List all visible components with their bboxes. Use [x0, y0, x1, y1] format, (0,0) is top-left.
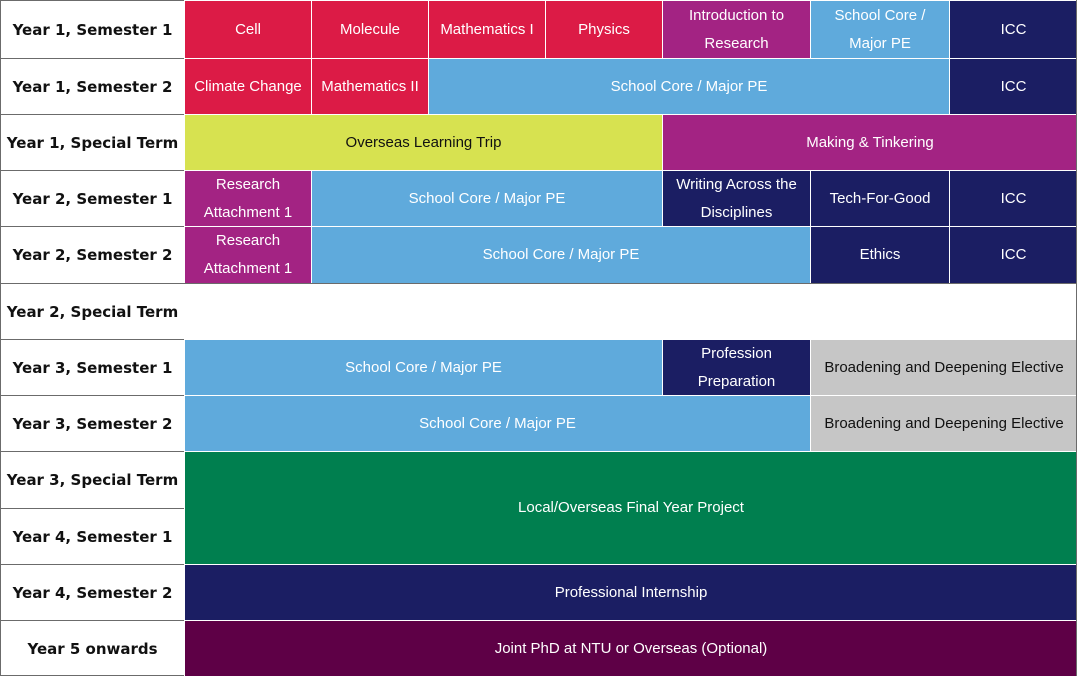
- module-ethics: Ethics: [810, 226, 949, 283]
- module-final-year-project: Local/Overseas Final Year Project: [184, 451, 1077, 564]
- module-icc-y1s1: ICC: [949, 0, 1077, 58]
- module-intro-research: Introduction to Research: [662, 0, 810, 58]
- module-overseas-trip: Overseas Learning Trip: [184, 114, 662, 170]
- module-joint-phd: Joint PhD at NTU or Overseas (Optional): [184, 620, 1077, 676]
- module-school-core-y2s2: School Core / Major PE: [311, 226, 810, 283]
- row-label-y4s2: Year 4, Semester 2: [0, 564, 184, 620]
- module-profession-prep: Profession Preparation: [662, 339, 810, 395]
- module-school-core-y1s2: School Core / Major PE: [428, 58, 949, 114]
- row-label-y1s2: Year 1, Semester 2: [0, 58, 184, 114]
- module-internship: Professional Internship: [184, 564, 1077, 620]
- row-label-y1st: Year 1, Special Term: [0, 114, 184, 170]
- module-bde-y3s2: Broadening and Deepening Elective: [810, 395, 1077, 451]
- empty-special-term: [184, 283, 1077, 339]
- row-label-y3st: Year 3, Special Term: [0, 451, 184, 508]
- row-label-y3s1: Year 3, Semester 1: [0, 339, 184, 395]
- module-school-core-y3s2: School Core / Major PE: [184, 395, 810, 451]
- module-school-core-y1s1: School Core / Major PE: [810, 0, 949, 58]
- module-tech-for-good: Tech-For-Good: [810, 170, 949, 226]
- row-label-y4s1: Year 4, Semester 1: [0, 508, 184, 564]
- row-label-y3s2: Year 3, Semester 2: [0, 395, 184, 451]
- module-research-attachment-y2s1: Research Attachment 1: [184, 170, 311, 226]
- module-cell: Cell: [184, 0, 311, 58]
- module-school-core-y2s1: School Core / Major PE: [311, 170, 662, 226]
- module-mathematics-1: Mathematics I: [428, 0, 545, 58]
- row-label-y2st: Year 2, Special Term: [0, 283, 184, 339]
- row-label-y5: Year 5 onwards: [0, 620, 184, 676]
- module-writing-disciplines: Writing Across the Disciplines: [662, 170, 810, 226]
- module-school-core-y3s1: School Core / Major PE: [184, 339, 662, 395]
- module-research-attachment-y2s2: Research Attachment 1: [184, 226, 311, 283]
- module-mathematics-2: Mathematics II: [311, 58, 428, 114]
- row-label-y2s2: Year 2, Semester 2: [0, 226, 184, 283]
- module-icc-y2s2: ICC: [949, 226, 1077, 283]
- module-icc-y2s1: ICC: [949, 170, 1077, 226]
- row-label-y2s1: Year 2, Semester 1: [0, 170, 184, 226]
- module-physics: Physics: [545, 0, 662, 58]
- row-label-y1s1: Year 1, Semester 1: [0, 0, 184, 58]
- module-molecule: Molecule: [311, 0, 428, 58]
- module-climate-change: Climate Change: [184, 58, 311, 114]
- module-making-tinkering: Making & Tinkering: [662, 114, 1077, 170]
- module-bde-y3s1: Broadening and Deepening Elective: [810, 339, 1077, 395]
- module-icc-y1s2: ICC: [949, 58, 1077, 114]
